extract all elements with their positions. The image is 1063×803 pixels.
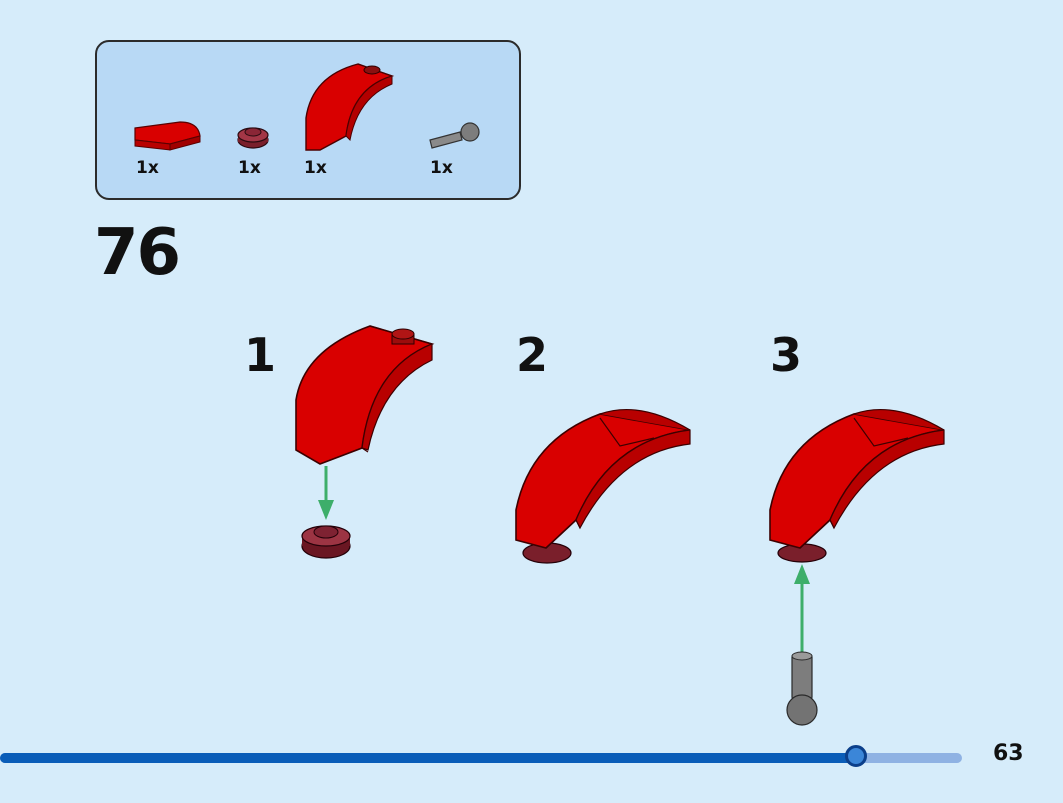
quantity-label: 1x xyxy=(430,158,453,178)
progress-indicator xyxy=(845,745,868,767)
step-number: 76 xyxy=(94,216,181,290)
substep-1-illustration xyxy=(295,325,435,559)
progress-fill xyxy=(0,753,857,763)
substep-number-3: 3 xyxy=(770,328,803,382)
page-number: 63 xyxy=(993,741,1024,766)
red-curved-arch-brick-icon xyxy=(305,63,395,151)
assembly-arrow-head xyxy=(794,564,810,584)
substep-number-1: 1 xyxy=(244,328,277,382)
substep-2-illustration xyxy=(515,408,691,564)
quantity-label: 1x xyxy=(304,158,327,178)
assembly-arrow-head xyxy=(318,500,334,520)
quantity-label: 1x xyxy=(238,158,261,178)
gray-ball-pin-icon xyxy=(429,122,480,149)
red-curved-slope-brick-icon xyxy=(134,121,201,151)
progress-bar xyxy=(0,753,962,763)
substep-3-illustration xyxy=(769,408,945,726)
quantity-label: 1x xyxy=(136,158,159,178)
substep-number-2: 2 xyxy=(516,328,549,382)
dark-red-round-plate-icon xyxy=(237,127,269,149)
